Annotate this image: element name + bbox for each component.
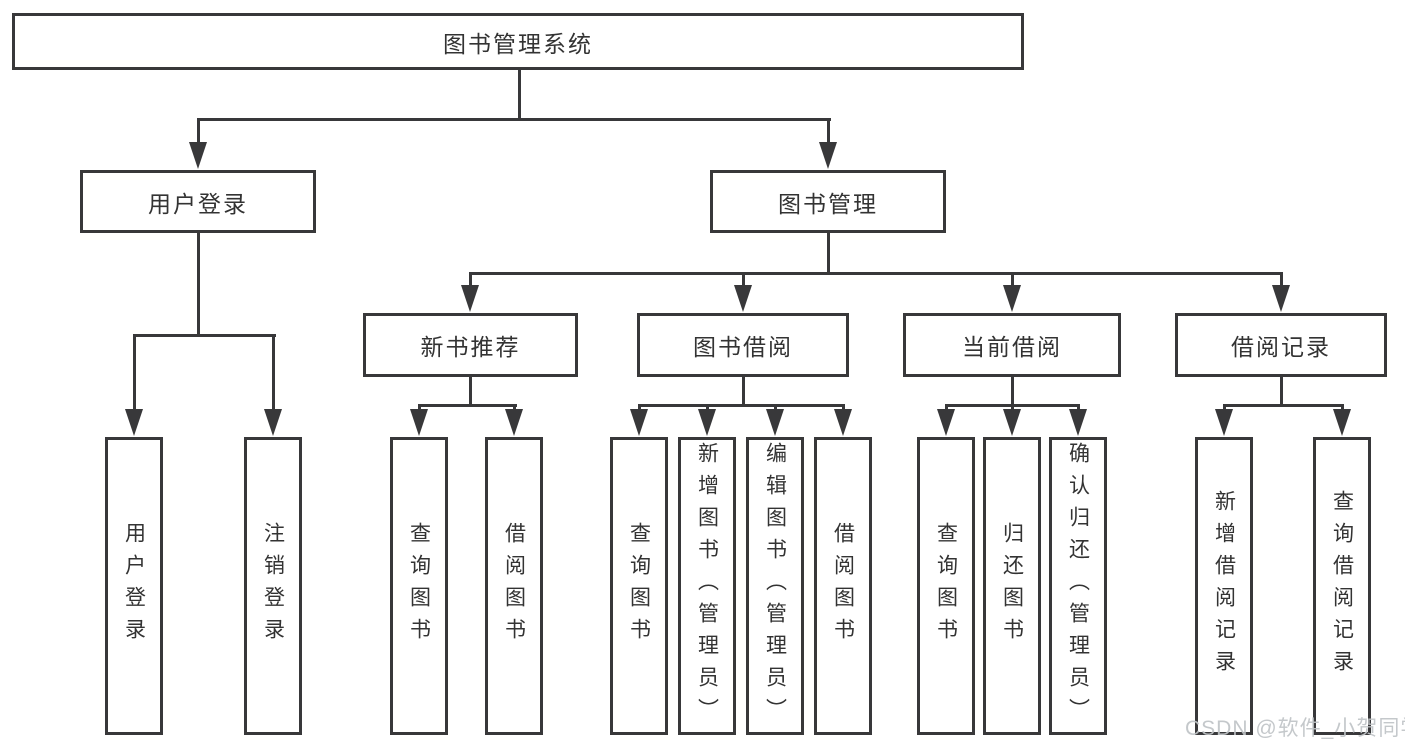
connector-line: [1011, 272, 1014, 288]
leaf-confirm-return-admin: 确认归还（管理员）: [1049, 437, 1107, 735]
node-label: 借阅图书: [502, 522, 526, 650]
node-label: 查询图书: [934, 522, 958, 650]
leaf-borrow-books: 借阅图书: [814, 437, 872, 735]
node-label: 借阅图书: [831, 522, 855, 650]
node-label: 新书推荐: [420, 334, 521, 360]
connector-line: [1280, 377, 1283, 407]
arrow-down-icon: [1003, 409, 1021, 436]
connector-line: [518, 69, 521, 121]
node-book-borrowing: 图书借阅: [637, 313, 849, 377]
connector-line: [1011, 377, 1014, 407]
arrow-down-icon: [766, 409, 784, 436]
arrow-down-icon: [834, 409, 852, 436]
leaf-search-books-borrowing: 查询图书: [610, 437, 668, 735]
connector-line: [638, 404, 845, 407]
node-label: 编辑图书（管理员）: [763, 442, 787, 730]
node-label: 图书管理系统: [443, 30, 593, 57]
connector-line: [1223, 404, 1344, 407]
connector-line: [197, 233, 200, 337]
arrow-down-icon: [698, 409, 716, 436]
node-label: 查询图书: [407, 522, 431, 650]
connector-line: [842, 404, 845, 412]
connector-line: [1223, 404, 1226, 412]
arrow-down-icon: [1272, 285, 1290, 312]
connector-line: [827, 233, 830, 275]
arrow-down-icon: [461, 285, 479, 312]
csdn-watermark: CSDN @软件_小贺同学: [1185, 717, 1405, 740]
node-label: 用户登录: [148, 190, 248, 217]
connector-line: [1011, 404, 1014, 412]
node-label: 确认归还（管理员）: [1066, 442, 1090, 730]
connector-line: [272, 334, 275, 412]
node-label: 新增借阅记录: [1212, 490, 1236, 682]
node-label: 注销登录: [261, 522, 285, 650]
leaf-search-books-current: 查询图书: [917, 437, 975, 735]
node-current-borrowing: 当前借阅: [903, 313, 1121, 377]
arrow-down-icon: [734, 285, 752, 312]
connector-line: [133, 334, 136, 412]
connector-line: [742, 377, 745, 407]
arrow-down-icon: [1215, 409, 1233, 436]
arrow-down-icon: [125, 409, 143, 436]
connector-line: [742, 272, 745, 288]
node-label: 查询借阅记录: [1330, 490, 1354, 682]
leaf-user-login: 用户登录: [105, 437, 163, 735]
arrow-down-icon: [1003, 285, 1021, 312]
node-library-management-system: 图书管理系统: [12, 13, 1024, 70]
node-label: 图书管理: [778, 190, 878, 217]
node-user-login: 用户登录: [80, 170, 316, 233]
leaf-edit-book-admin: 编辑图书（管理员）: [746, 437, 804, 735]
arrow-down-icon: [937, 409, 955, 436]
leaf-search-books-recommend: 查询图书: [390, 437, 448, 735]
leaf-add-borrow-record: 新增借阅记录: [1195, 437, 1253, 735]
connector-line: [418, 404, 517, 407]
arrow-down-icon: [630, 409, 648, 436]
connector-line: [469, 272, 472, 288]
leaf-return-book: 归还图书: [983, 437, 1041, 735]
connector-line: [945, 404, 948, 412]
connector-line: [774, 404, 777, 412]
arrow-down-icon: [505, 409, 523, 436]
connector-line: [1077, 404, 1080, 412]
connector-line: [469, 272, 1283, 275]
leaf-borrow-books-recommend: 借阅图书: [485, 437, 543, 735]
arrow-down-icon: [819, 142, 837, 169]
node-label: 借阅记录: [1231, 334, 1331, 360]
connector-line: [827, 118, 830, 145]
node-label: 查询图书: [627, 522, 651, 650]
arrow-down-icon: [1333, 409, 1351, 436]
connector-line: [1280, 272, 1283, 288]
node-new-book-recommendation: 新书推荐: [363, 313, 578, 377]
arrow-down-icon: [1069, 409, 1087, 436]
node-label: 归还图书: [1000, 522, 1024, 650]
connector-line: [706, 404, 709, 412]
leaf-add-book-admin: 新增图书（管理员）: [678, 437, 736, 735]
node-label: 图书借阅: [693, 334, 793, 360]
node-label: 新增图书（管理员）: [695, 442, 719, 730]
connector-line: [133, 334, 276, 337]
connector-line: [469, 377, 472, 407]
arrow-down-icon: [189, 142, 207, 169]
node-label: 当前借阅: [962, 334, 1062, 360]
node-label: 用户登录: [122, 522, 146, 650]
arrow-down-icon: [264, 409, 282, 436]
leaf-search-borrow-record: 查询借阅记录: [1313, 437, 1371, 735]
leaf-logout: 注销登录: [244, 437, 302, 735]
connector-line: [638, 404, 641, 412]
connector-line: [197, 118, 200, 145]
connector-line: [513, 404, 516, 412]
connector-line: [197, 118, 831, 121]
connector-line: [1341, 404, 1344, 412]
arrow-down-icon: [410, 409, 428, 436]
connector-line: [418, 404, 421, 412]
node-book-management: 图书管理: [710, 170, 946, 233]
node-borrowing-records: 借阅记录: [1175, 313, 1387, 377]
